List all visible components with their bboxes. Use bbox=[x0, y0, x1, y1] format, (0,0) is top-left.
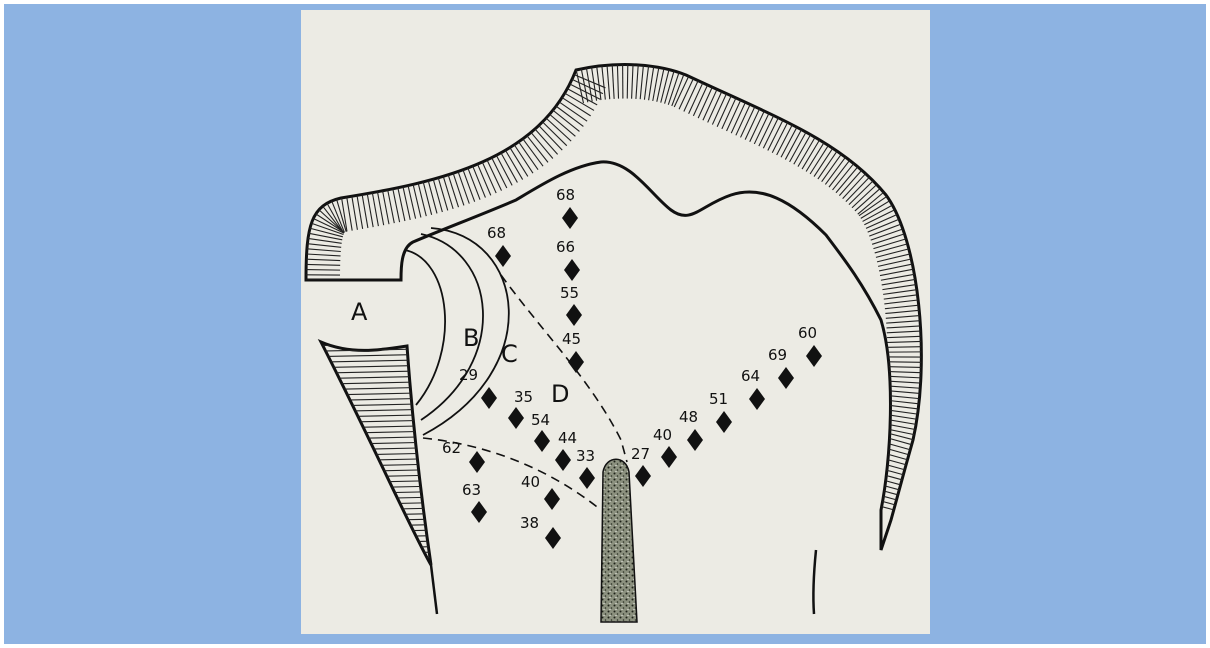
marker: 55 bbox=[560, 284, 582, 326]
marker: 51 bbox=[709, 390, 732, 433]
marker-value: 48 bbox=[679, 408, 698, 426]
diamond-marker bbox=[749, 388, 765, 410]
marker-value: 63 bbox=[462, 481, 481, 499]
diamond-marker bbox=[716, 411, 732, 433]
diamond-marker bbox=[687, 429, 703, 451]
anatomical-diagram: A B C D 68 68 66 55 bbox=[301, 10, 930, 634]
marker: 63 bbox=[462, 481, 487, 523]
hatch-line bbox=[301, 459, 441, 462]
marker-value: 51 bbox=[709, 390, 728, 408]
diamond-marker bbox=[564, 259, 580, 281]
hatch-line bbox=[301, 448, 441, 451]
diamond-marker bbox=[471, 501, 487, 523]
marker: 68 bbox=[556, 186, 578, 229]
diamond-marker bbox=[481, 387, 497, 409]
marker: 69 bbox=[768, 346, 794, 389]
measurement-markers: 68 68 66 55 45 bbox=[442, 186, 822, 549]
marker: 45 bbox=[562, 330, 584, 373]
marker-value: 69 bbox=[768, 346, 787, 364]
marker-value: 45 bbox=[562, 330, 581, 348]
hatch-line bbox=[301, 552, 441, 555]
diagram-slide: A B C D 68 68 66 55 bbox=[301, 10, 930, 634]
marker-value: 40 bbox=[521, 473, 540, 491]
marker-value: 62 bbox=[442, 439, 461, 457]
blue-frame: A B C D 68 68 66 55 bbox=[4, 4, 1206, 644]
marker-value: 29 bbox=[459, 366, 478, 384]
marker-value: 44 bbox=[558, 429, 577, 447]
marker-value: 68 bbox=[487, 224, 506, 242]
marker: 44 bbox=[555, 429, 577, 471]
hatch-line bbox=[301, 453, 441, 456]
left-shaft-outline bbox=[431, 565, 437, 614]
diamond-marker bbox=[566, 304, 582, 326]
diamond-marker bbox=[545, 527, 561, 549]
diamond-marker bbox=[579, 467, 595, 489]
hatch-line bbox=[306, 270, 340, 271]
zone-a-label: A bbox=[351, 298, 368, 326]
hatch-line bbox=[301, 563, 441, 566]
hatch-line bbox=[301, 464, 441, 467]
marker-value: 60 bbox=[798, 324, 817, 342]
diamond-marker bbox=[508, 407, 524, 429]
diamond-marker bbox=[544, 488, 560, 510]
marker: 35 bbox=[508, 388, 533, 429]
marker-value: 66 bbox=[556, 238, 575, 256]
marker-value: 68 bbox=[556, 186, 575, 204]
marker-value: 40 bbox=[653, 426, 672, 444]
diamond-marker bbox=[778, 367, 794, 389]
marker-value: 64 bbox=[741, 367, 760, 385]
zone-b-label: B bbox=[463, 324, 479, 352]
diamond-marker bbox=[495, 245, 511, 267]
hatch-line bbox=[887, 347, 921, 348]
diamond-marker bbox=[534, 430, 550, 452]
right-shaft-outline bbox=[813, 550, 816, 614]
diamond-marker bbox=[635, 465, 651, 487]
marker: 27 bbox=[631, 445, 651, 487]
diamond-marker bbox=[555, 449, 571, 471]
marker-value: 35 bbox=[514, 388, 533, 406]
marker-value: 54 bbox=[531, 411, 550, 429]
diamond-marker bbox=[661, 446, 677, 468]
marker-value: 55 bbox=[560, 284, 579, 302]
diamond-marker bbox=[806, 345, 822, 367]
marker-value: 27 bbox=[631, 445, 650, 463]
marker: 64 bbox=[741, 367, 765, 410]
marker: 60 bbox=[798, 324, 822, 367]
zone-c-label: C bbox=[501, 340, 518, 368]
zone-d-label: D bbox=[551, 380, 569, 408]
hatch-line bbox=[301, 558, 441, 561]
marker: 62 bbox=[442, 439, 485, 473]
marker: 68 bbox=[487, 224, 511, 267]
marker: 33 bbox=[576, 447, 595, 489]
hatch-line bbox=[627, 65, 628, 99]
diamond-marker bbox=[562, 207, 578, 229]
diamond-marker bbox=[568, 351, 584, 373]
marker: 66 bbox=[556, 238, 580, 281]
diamond-marker bbox=[469, 451, 485, 473]
marker-value: 38 bbox=[520, 514, 539, 532]
marker: 38 bbox=[520, 514, 561, 549]
stippled-rod bbox=[601, 459, 637, 622]
marker: 48 bbox=[679, 408, 703, 451]
marker-value: 33 bbox=[576, 447, 595, 465]
marker: 54 bbox=[531, 411, 550, 452]
marker: 40 bbox=[653, 426, 677, 468]
